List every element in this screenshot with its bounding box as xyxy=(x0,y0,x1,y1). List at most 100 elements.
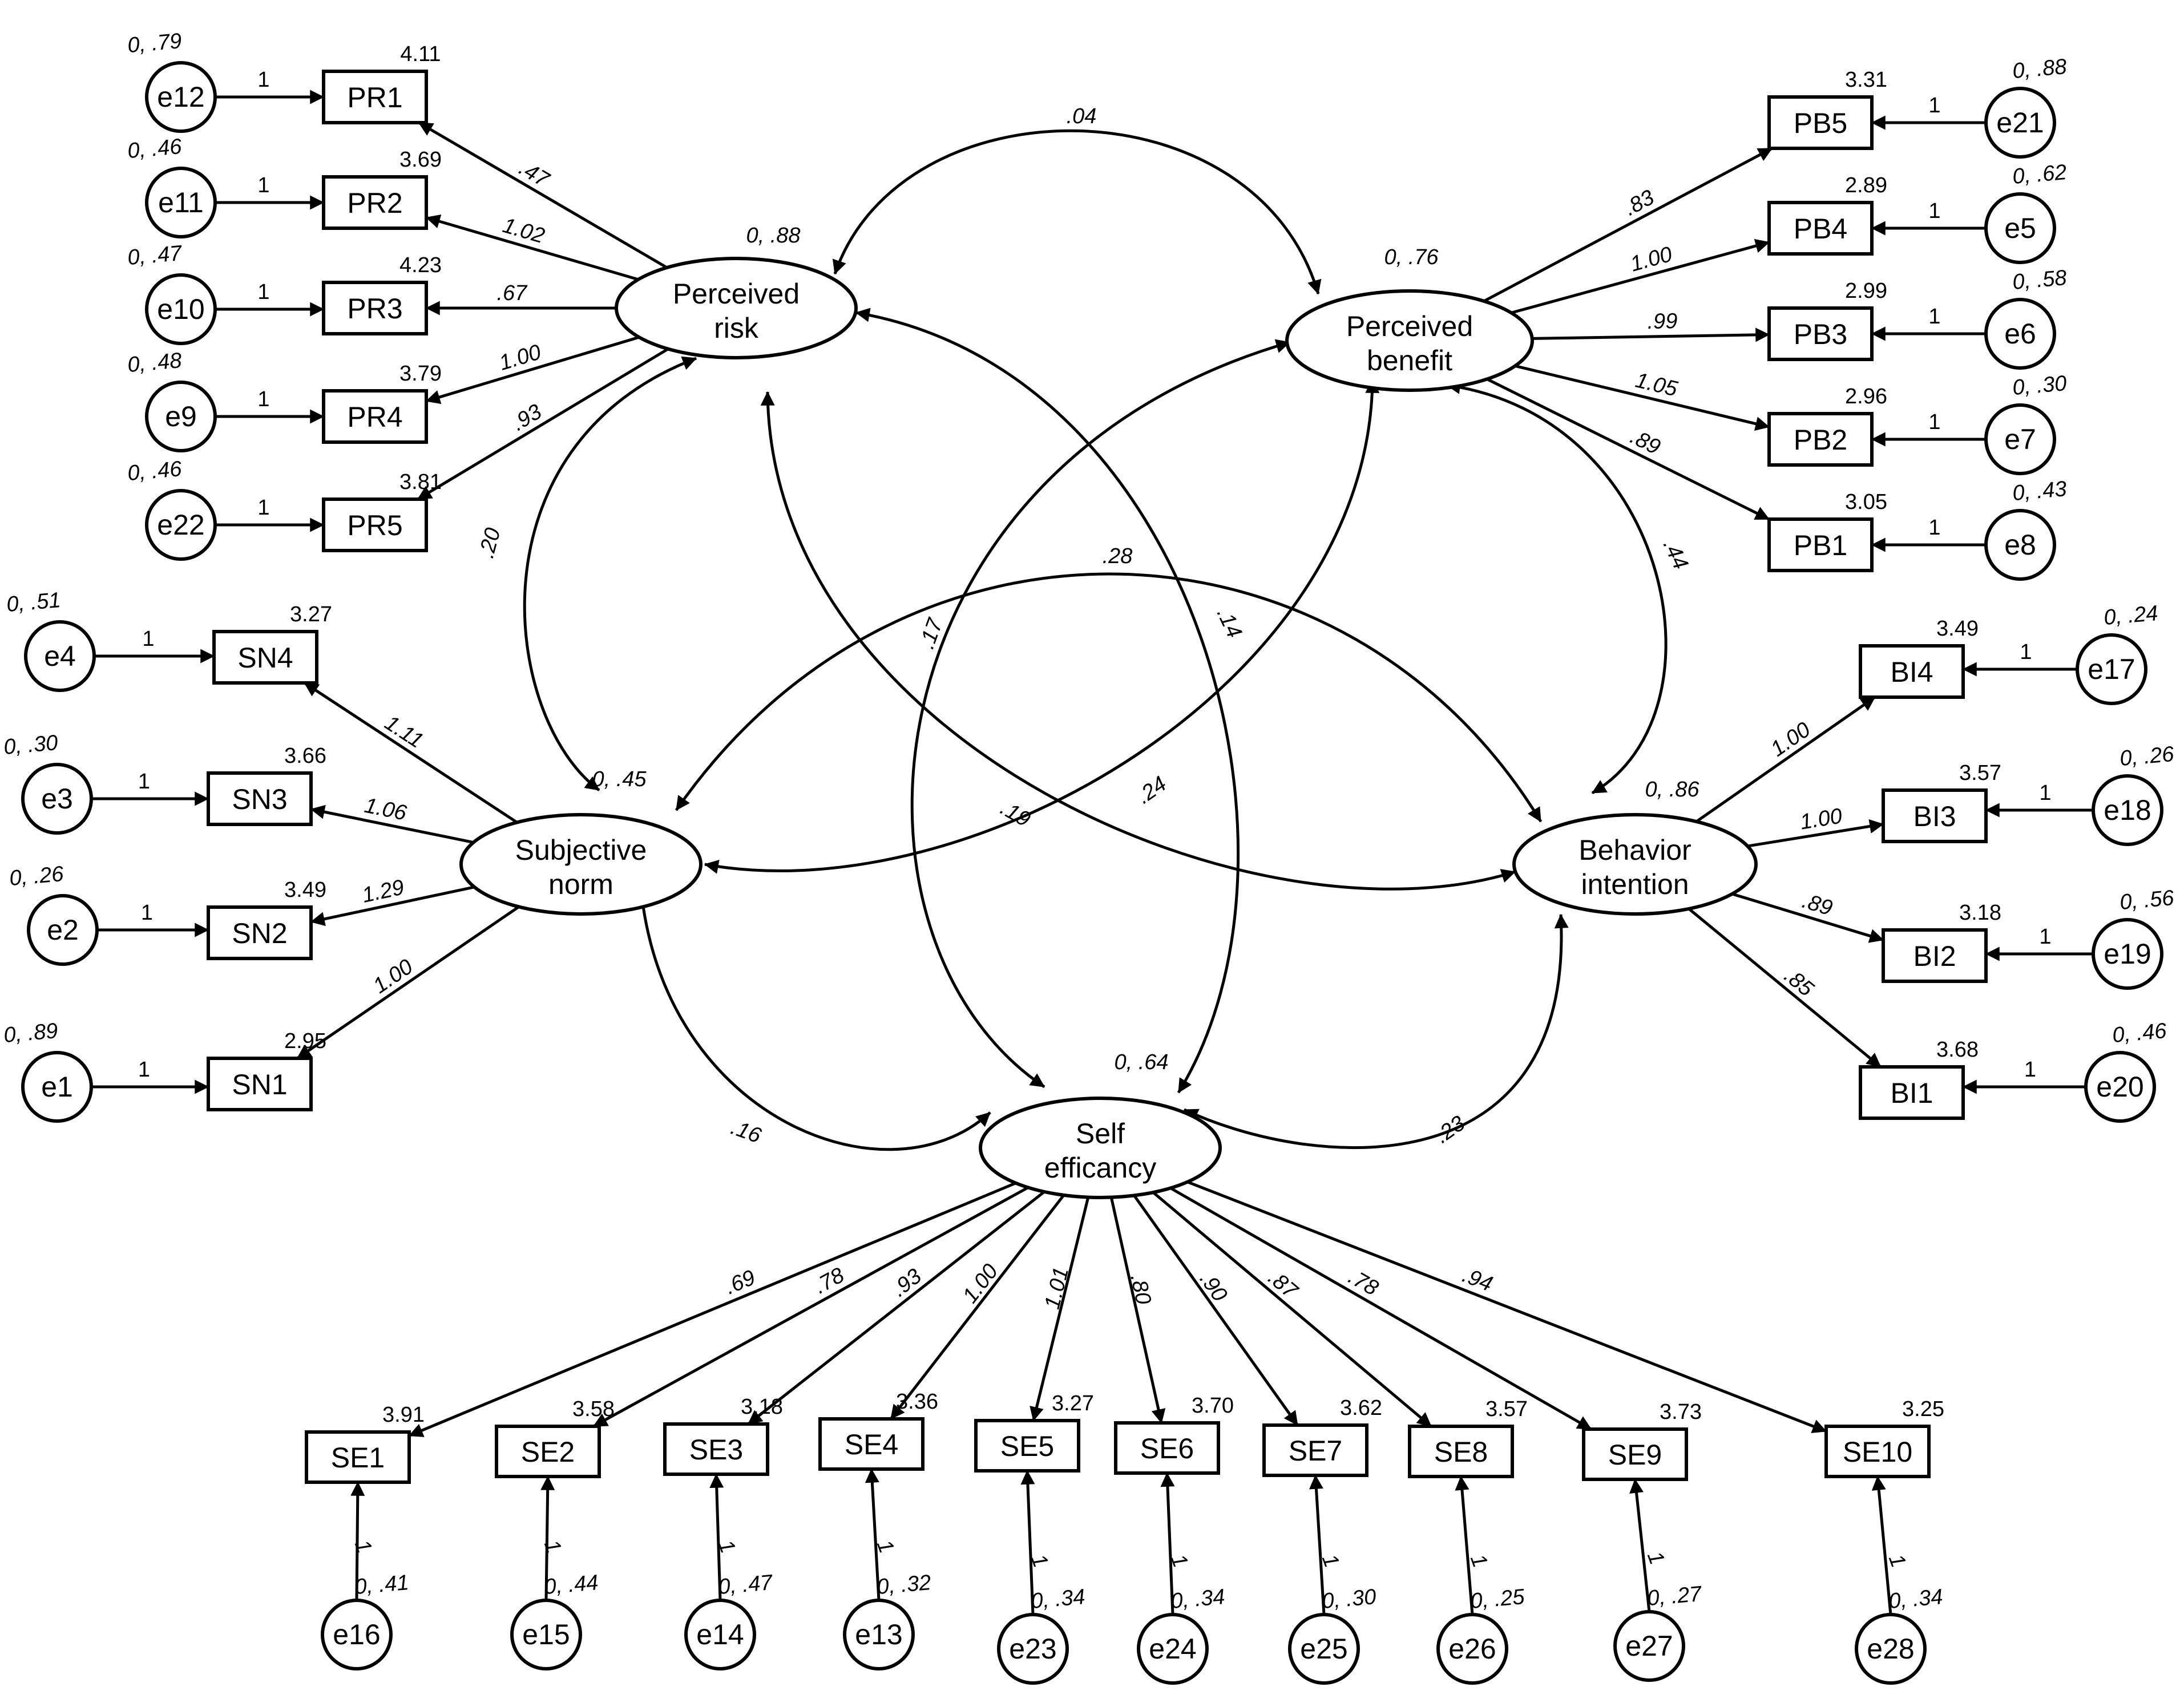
error-fix-pr3: 1 xyxy=(257,280,269,304)
error-circle-sn4 xyxy=(24,620,96,692)
error-arrow-se6 xyxy=(1160,1472,1175,1615)
error-label-pr3: e10 xyxy=(157,293,204,325)
indicator-label-pr1: PR1 xyxy=(347,82,402,114)
latent-sn-name-line2: norm xyxy=(548,868,613,900)
loading-arrow-sn3 xyxy=(310,804,474,844)
cov-pr-pb: .04 xyxy=(1067,104,1097,128)
indicator-box-se10 xyxy=(1824,1425,1931,1478)
latent-bi-name-line2: intention xyxy=(1581,868,1689,900)
error-label-pb4: e5 xyxy=(2004,212,2036,244)
loading-arrow-sn2 xyxy=(310,885,475,927)
error-variance-bi3: 0, .26 xyxy=(2119,742,2175,771)
loading-se7: .90 xyxy=(1195,1268,1232,1306)
error-circle-pr1 xyxy=(145,61,217,133)
variance-se: 0, .64 xyxy=(1114,1050,1168,1074)
indicator-label-se1: SE1 xyxy=(331,1442,385,1474)
error-label-bi3: e18 xyxy=(2104,794,2151,826)
path-lines xyxy=(91,90,2093,1615)
error-fix-pb3: 1 xyxy=(1928,305,1940,329)
error-fix-pb1: 1 xyxy=(1928,516,1940,540)
loading-arrow-sn4 xyxy=(304,681,518,824)
loading-se1: .69 xyxy=(722,1265,759,1299)
indicator-box-bi1 xyxy=(1859,1065,1965,1120)
loading-arrow-pb4 xyxy=(1511,238,1770,314)
covariance-pr-sn-arrow xyxy=(523,356,697,792)
error-fix-se10: 1 xyxy=(1884,1551,1911,1571)
error-circle-se1 xyxy=(321,1599,393,1670)
error-fix-se2: 1 xyxy=(539,1537,566,1556)
covariance-pb-se-arrow xyxy=(910,339,1291,1089)
error-circle-sn2 xyxy=(27,894,99,966)
indicator-label-se4: SE4 xyxy=(845,1429,899,1461)
variance-pr: 0, .88 xyxy=(746,224,800,248)
error-variance-pb3: 0, .58 xyxy=(2012,266,2068,294)
error-label-pr1: e12 xyxy=(157,81,204,113)
loading-pb1: .89 xyxy=(1626,424,1664,459)
indicator-box-sn2 xyxy=(207,905,313,960)
loading-pr5: .93 xyxy=(508,400,546,436)
loading-se9: .78 xyxy=(1344,1265,1382,1301)
intercept-se10: 3.25 xyxy=(1902,1397,1944,1421)
error-variance-sn3: 0, .30 xyxy=(3,731,59,759)
error-circle-se9 xyxy=(1613,1610,1685,1682)
loading-se8: .87 xyxy=(1263,1265,1303,1304)
indicator-label-sn4: SN4 xyxy=(237,642,293,674)
error-arrow-se1 xyxy=(350,1481,365,1601)
indicator-label-bi3: BI3 xyxy=(1913,800,1956,832)
latent-bi-name-line1: Behavior xyxy=(1579,834,1691,866)
intercept-se1: 3.91 xyxy=(382,1403,425,1427)
error-arrow-se7 xyxy=(1309,1474,1326,1615)
error-circle-pr4 xyxy=(145,381,217,452)
latent-pb-ellipse xyxy=(1285,289,1534,392)
covariance-pr-pb-arrow xyxy=(832,129,1322,295)
indicator-label-pr4: PR4 xyxy=(347,401,402,433)
indicator-label-sn3: SN3 xyxy=(232,783,287,815)
error-fix-pb2: 1 xyxy=(1928,410,1940,434)
intercept-pb5: 3.31 xyxy=(1845,68,1887,92)
covariance-pb-sn-arrow xyxy=(704,378,1380,874)
intercept-se2: 3.58 xyxy=(572,1397,615,1421)
error-fix-sn3: 1 xyxy=(138,770,150,794)
loading-arrow-pb2 xyxy=(1515,364,1770,431)
intercept-se6: 3.70 xyxy=(1192,1394,1234,1418)
error-arrow-se8 xyxy=(1455,1475,1474,1615)
intercept-sn4: 3.27 xyxy=(290,602,332,626)
indicator-box-se8 xyxy=(1408,1425,1514,1478)
error-circle-pb3 xyxy=(1984,298,2056,370)
loading-arrow-se1 xyxy=(408,1182,1016,1437)
error-label-bi4: e17 xyxy=(2088,653,2135,685)
indicator-label-pr3: PR3 xyxy=(347,293,402,325)
latent-se-name-line1: Self xyxy=(1076,1118,1125,1150)
error-variance-pr3: 0, .47 xyxy=(127,241,184,270)
error-circle-sn1 xyxy=(21,1051,93,1123)
error-label-pb2: e7 xyxy=(2004,423,2036,455)
error-arrow-se3 xyxy=(709,1473,724,1601)
error-fix-bi3: 1 xyxy=(2039,781,2051,805)
indicator-box-se1 xyxy=(305,1430,411,1484)
indicator-label-pb4: PB4 xyxy=(1794,213,1848,245)
indicator-box-se4 xyxy=(818,1417,925,1471)
latent-pb-name-line2: benefit xyxy=(1367,345,1452,377)
error-variance-se7: 0, .30 xyxy=(1321,1585,1377,1613)
error-label-pb3: e6 xyxy=(2004,318,2036,350)
error-variance-se2: 0, .44 xyxy=(543,1571,599,1599)
indicator-box-pb3 xyxy=(1767,306,1874,361)
indicator-box-sn1 xyxy=(207,1057,313,1111)
intercept-bi4: 3.49 xyxy=(1936,617,1979,641)
loading-bi1: .85 xyxy=(1779,964,1818,1002)
error-circle-se10 xyxy=(1855,1613,1927,1685)
loading-arrow-sn1 xyxy=(296,905,520,1060)
error-fix-bi1: 1 xyxy=(2024,1058,2036,1082)
error-label-sn3: e3 xyxy=(41,783,73,815)
error-fix-bi4: 1 xyxy=(2020,640,2032,664)
loading-pr4: 1.00 xyxy=(496,340,544,375)
indicator-label-pb5: PB5 xyxy=(1794,107,1848,139)
intercept-pr1: 4.11 xyxy=(400,42,441,66)
indicator-label-bi2: BI2 xyxy=(1913,940,1956,972)
intercept-bi2: 3.18 xyxy=(1959,901,2001,925)
error-circle-pb4 xyxy=(1984,192,2056,264)
intercept-se4: 3.36 xyxy=(896,1390,938,1414)
indicator-box-se9 xyxy=(1582,1427,1688,1481)
intercept-bi1: 3.68 xyxy=(1936,1038,1979,1062)
error-label-se10: e28 xyxy=(1867,1633,1914,1665)
